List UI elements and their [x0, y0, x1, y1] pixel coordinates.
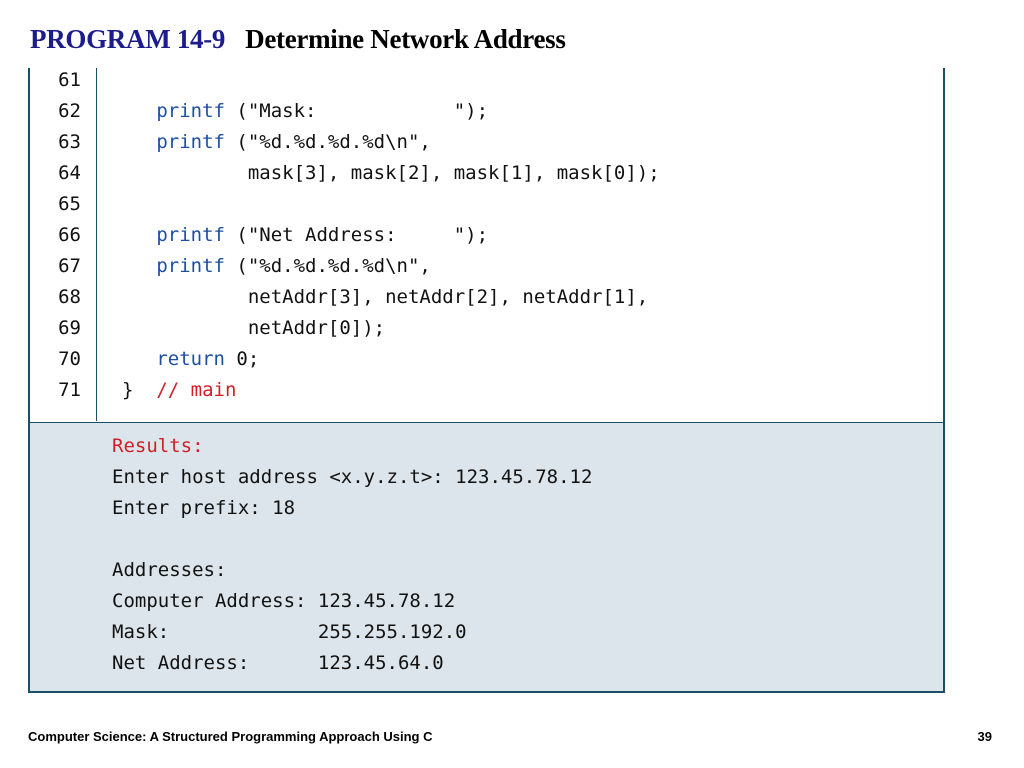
code-text: ("Mask: "); — [224, 100, 489, 122]
code-indent — [122, 286, 248, 308]
slide-title: PROGRAM 14-9 Determine Network Address — [30, 24, 566, 58]
program-label: PROGRAM 14-9 — [30, 24, 226, 54]
code-indent — [122, 131, 156, 153]
code-indent — [122, 317, 248, 339]
code-comment: // main — [156, 379, 237, 401]
code-line: printf ("%d.%d.%d.%d\n", — [122, 251, 431, 282]
code-keyword: return — [156, 348, 225, 370]
code-line: printf ("Net Address: "); — [122, 220, 488, 251]
code-text: ("%d.%d.%d.%d\n", — [224, 131, 431, 153]
line-number: 62 — [58, 100, 81, 122]
code-line: } // main — [122, 375, 236, 406]
code-keyword: printf — [156, 131, 225, 153]
line-number: 64 — [58, 162, 81, 184]
results-line: Addresses: — [112, 559, 227, 581]
code-line: mask[3], mask[2], mask[1], mask[0]); — [122, 158, 660, 189]
code-indent — [122, 162, 248, 184]
code-text: 0; — [224, 348, 260, 370]
code-text: ("%d.%d.%d.%d\n", — [224, 255, 431, 277]
code-line: printf ("Mask: "); — [122, 96, 488, 127]
footer-page-number: 39 — [977, 729, 992, 744]
code-text: mask[3], mask[2], mask[1], mask[0]); — [247, 162, 660, 184]
code-indent — [122, 100, 156, 122]
results-line: Mask: 255.255.192.0 — [112, 621, 467, 643]
line-number: 65 — [58, 193, 81, 215]
code-text: } — [122, 379, 157, 401]
code-listing: 61 62 printf ("Mask: "); 63 printf ("%d.%d… — [28, 68, 945, 422]
line-number: 69 — [58, 317, 81, 339]
code-keyword: printf — [156, 255, 225, 277]
code-line: return 0; — [122, 344, 259, 375]
line-number: 66 — [58, 224, 81, 246]
results-panel: Results: Enter host address <x.y.z.t>: 1… — [28, 422, 945, 693]
results-line: Net Address: 123.45.64.0 — [112, 652, 444, 674]
program-title: Determine Network Address — [245, 24, 566, 54]
line-number: 70 — [58, 348, 81, 370]
footer-book-title: Computer Science: A Structured Programmi… — [28, 729, 433, 744]
code-text: netAddr[0]); — [247, 317, 386, 339]
line-number-gutter — [30, 68, 97, 421]
code-indent — [122, 348, 156, 370]
results-line: Enter prefix: 18 — [112, 497, 296, 519]
line-number: 61 — [58, 69, 81, 91]
results-line: Computer Address: 123.45.78.12 — [112, 590, 456, 612]
code-line: printf ("%d.%d.%d.%d\n", — [122, 127, 431, 158]
code-keyword: printf — [156, 224, 225, 246]
code-line: netAddr[0]); — [122, 313, 385, 344]
code-indent — [122, 255, 156, 277]
code-line: netAddr[3], netAddr[2], netAddr[1], — [122, 282, 648, 313]
line-number: 71 — [58, 379, 81, 401]
line-number: 63 — [58, 131, 81, 153]
code-indent — [122, 224, 156, 246]
results-heading: Results: — [112, 435, 204, 457]
results-line: Enter host address <x.y.z.t>: 123.45.78.… — [112, 466, 593, 488]
code-text: ("Net Address: "); — [224, 224, 489, 246]
code-text: netAddr[3], netAddr[2], netAddr[1], — [247, 286, 649, 308]
code-keyword: printf — [156, 100, 225, 122]
line-number: 68 — [58, 286, 81, 308]
line-number: 67 — [58, 255, 81, 277]
